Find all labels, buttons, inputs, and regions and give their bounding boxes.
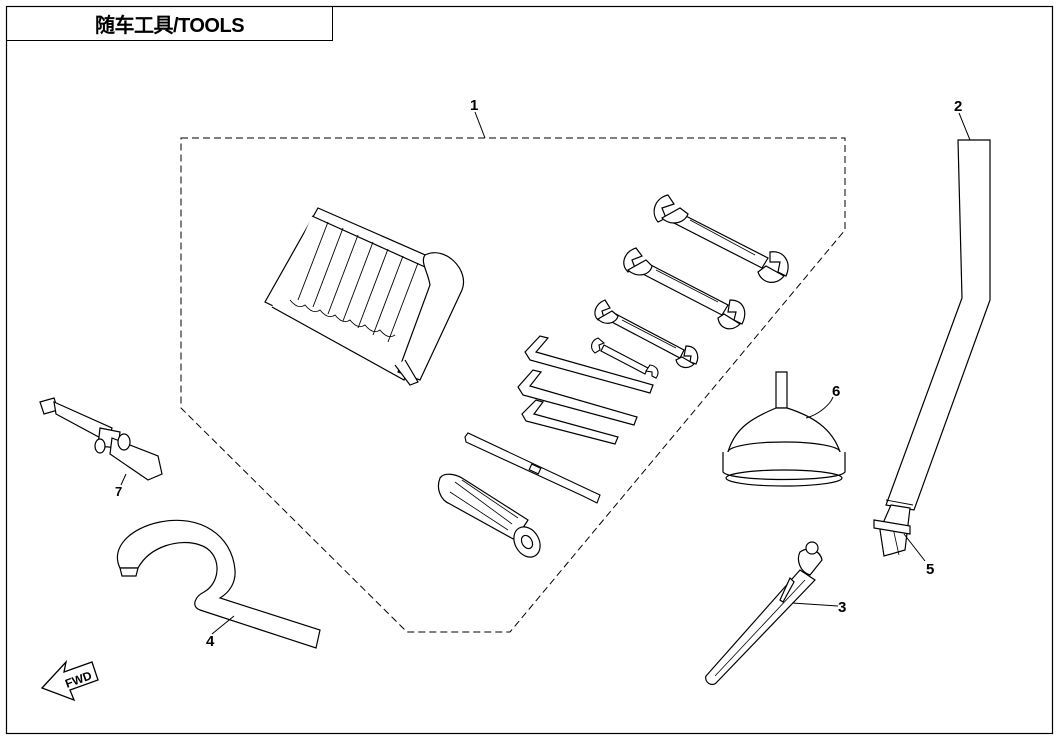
spacer-ring xyxy=(873,519,911,535)
tool-kit-outline xyxy=(180,137,846,633)
extension-bar xyxy=(879,139,991,557)
open-end-wrench-medium xyxy=(623,247,746,330)
hex-key-medium xyxy=(517,369,638,426)
open-end-wrench-tiny xyxy=(591,337,659,379)
tire-pressure-gauge xyxy=(705,541,823,686)
callout-6: 6 xyxy=(832,383,840,400)
diagram-title: 随车工具/TOOLS xyxy=(6,6,333,41)
outer-border xyxy=(5,5,1054,735)
screwdriver-handle xyxy=(437,473,541,558)
hook-spanner xyxy=(116,519,321,649)
screwdriver-bit xyxy=(464,432,601,504)
callout-7: 7 xyxy=(115,484,122,499)
callout-4: 4 xyxy=(206,633,215,650)
hex-key-small xyxy=(521,399,619,445)
hex-key-large xyxy=(524,335,654,394)
leader-lines xyxy=(120,111,971,635)
tool-roll-bag xyxy=(264,207,465,386)
open-end-wrench-small xyxy=(594,299,699,369)
callout-5: 5 xyxy=(926,561,934,578)
callout-2: 2 xyxy=(954,98,962,115)
callout-3: 3 xyxy=(838,599,846,616)
socket-wrench xyxy=(39,397,163,481)
fwd-arrow-icon: FWD xyxy=(40,659,99,702)
funnel xyxy=(722,371,846,487)
open-end-wrench-large xyxy=(653,194,789,283)
callout-1: 1 xyxy=(470,97,478,114)
